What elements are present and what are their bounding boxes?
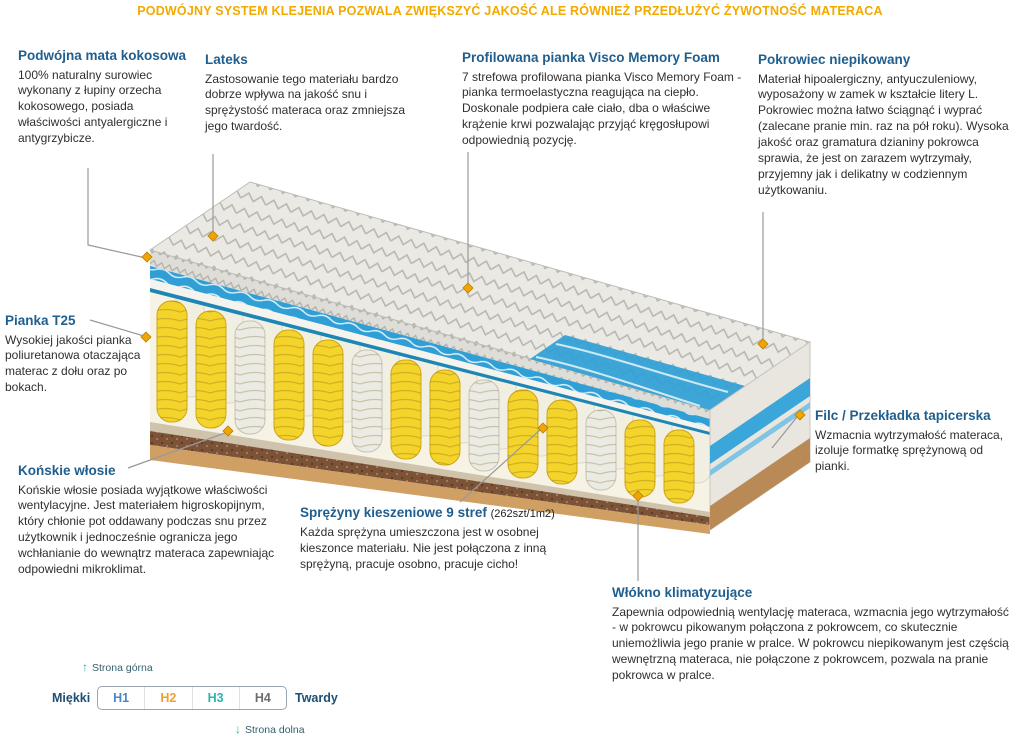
callout-pocket-springs-body: Każda sprężyna umieszczona jest w osobne… [300, 524, 547, 571]
hardness-levels: H1 H2 H3 H4 [97, 686, 287, 710]
hardness-scale: ↑Strona górna Miękki H1 H2 H3 H4 Twardy … [42, 656, 374, 742]
arrow-down-icon: ↓ [235, 722, 241, 736]
callout-felt: Filc / Przekładka tapicerska Wzmacnia wy… [815, 408, 1013, 475]
arrow-up-icon: ↑ [82, 660, 88, 674]
pocket-springs-title-suffix: (262szt/1m2) [490, 508, 555, 520]
hard-label: Twardy [295, 691, 338, 705]
bottom-side-label-text: Strona dolna [245, 724, 305, 736]
layer-base-foam [150, 445, 710, 534]
mattress-right-end-face [709, 341, 811, 531]
callout-foam-t25-body: Wysokiej jakości pianka poliuretanowa ot… [5, 332, 141, 395]
layer-profiled-foam-edge [150, 250, 710, 419]
layer-white-fiber [150, 279, 710, 432]
callout-horsehair: Końskie włosie Końskie włosie posiada wy… [18, 463, 292, 578]
callout-horsehair-body: Końskie włosie posiada wyjątkowe właściw… [18, 482, 275, 577]
layer-latex-wave-texture [150, 266, 710, 427]
callout-visco-foam-title: Profilowana pianka Visco Memory Foam [462, 50, 720, 65]
hardness-level-h2: H2 [144, 687, 191, 709]
soft-label: Miękki [52, 691, 91, 705]
callout-latex: Lateks Zastosowanie tego materiału bardz… [205, 52, 427, 135]
hardness-level-h3: H3 [191, 687, 239, 709]
callout-felt-title: Filc / Przekładka tapicerska [815, 408, 991, 423]
callout-climate-fiber: Włókno klimatyzujące Zapewnia odpowiedni… [612, 585, 1014, 684]
hardness-level-h4: H4 [238, 687, 286, 709]
callout-pocket-springs: Sprężyny kieszeniowe 9 stref (262szt/1m2… [300, 505, 595, 573]
pocket-springs-title-text: Sprężyny kieszeniowe 9 stref [300, 505, 487, 520]
callout-foam-t25-title: Pianka T25 [5, 313, 76, 328]
layer-top-wave-band [530, 335, 745, 410]
page-title: PODWÓJNY SYSTEM KLEJENIA POZWALA ZWIĘKSZ… [137, 4, 883, 18]
callout-cover-body: Materiał hipoalergiczny, antyuczuleniowy… [758, 71, 1009, 198]
layer-coco-mat-texture [150, 431, 710, 525]
callout-coco-mat-body: 100% naturalny surowiec wykonany z łupin… [18, 67, 168, 146]
callout-connectors [87, 152, 798, 581]
callout-visco-foam-body: 7 strefowa profilowana pianka Visco Memo… [462, 69, 742, 148]
callout-coco-mat-title: Podwójna mata kokosowa [18, 48, 187, 63]
callout-pocket-springs-title: Sprężyny kieszeniowe 9 stref (262szt/1m2… [300, 505, 595, 521]
bottom-side-label: ↓ Strona dolna [235, 722, 305, 736]
callout-foam-t25: Pianka T25 Wysokiej jakości pianka poliu… [5, 313, 165, 396]
callout-felt-body: Wzmacnia wytrzymałość materaca, izoluje … [815, 427, 1004, 474]
hardness-level-h1: H1 [113, 691, 130, 705]
callout-cover-title: Pokrowiec niepikowany [758, 52, 911, 67]
callout-latex-title: Lateks [205, 52, 248, 67]
callout-visco-foam: Profilowana pianka Visco Memory Foam 7 s… [462, 50, 750, 149]
top-side-label-text: Strona górna [92, 662, 153, 674]
layer-climate-fiber-line [150, 288, 710, 435]
callout-cover: Pokrowiec niepikowany Materiał hipoalerg… [758, 52, 1010, 199]
top-side-label: ↑ Strona górna [82, 660, 153, 674]
callout-climate-fiber-title: Włókno klimatyzujące [612, 585, 753, 600]
callout-coco-mat: Podwójna mata kokosowa 100% naturalny su… [18, 48, 188, 147]
callout-latex-body: Zastosowanie tego materiału bardzo dobrz… [205, 71, 406, 134]
callout-horsehair-title: Końskie włosie [18, 463, 116, 478]
layer-felt [150, 422, 710, 517]
callout-climate-fiber-body: Zapewnia odpowiednią wentylację materaca… [612, 604, 1009, 683]
